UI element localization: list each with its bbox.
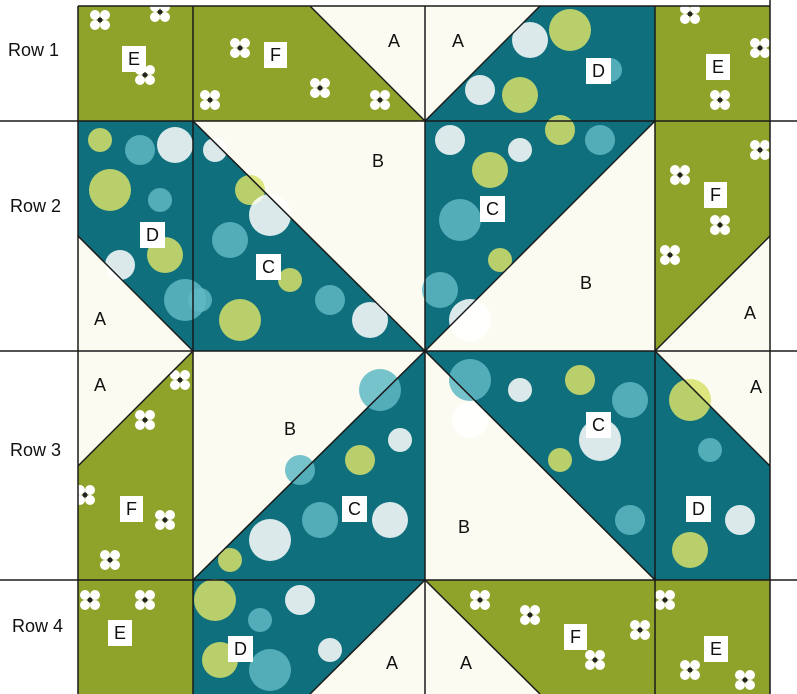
print-dot	[585, 125, 615, 155]
print-dot	[512, 22, 548, 58]
piece-label-d: D	[686, 496, 711, 522]
print-dot	[548, 448, 572, 472]
print-dot	[148, 188, 172, 212]
piece-label-b: B	[284, 420, 296, 438]
print-dot	[125, 135, 155, 165]
piece-label-b: B	[372, 152, 384, 170]
print-dot	[352, 302, 388, 338]
row-label-2: Row 2	[10, 196, 61, 217]
piece-label-a: A	[744, 304, 756, 322]
print-dot	[89, 169, 131, 211]
print-dot	[502, 77, 538, 113]
print-dot	[345, 445, 375, 475]
print-dot	[302, 502, 338, 538]
print-dot	[449, 359, 491, 401]
piece-label-b: B	[458, 518, 470, 536]
print-dot	[508, 378, 532, 402]
print-dot	[315, 285, 345, 315]
print-dot	[508, 138, 532, 162]
piece-label-d: D	[140, 222, 165, 248]
print-dot	[249, 194, 291, 236]
print-dot	[439, 199, 481, 241]
piece-label-c: C	[342, 496, 367, 522]
print-dot	[435, 125, 465, 155]
print-dot	[212, 222, 248, 258]
print-dot	[615, 505, 645, 535]
print-dot	[248, 608, 272, 632]
print-dot	[672, 532, 708, 568]
print-dot	[725, 505, 755, 535]
print-dot	[388, 428, 412, 452]
print-dot	[105, 250, 135, 280]
piece-label-a: A	[452, 32, 464, 50]
print-dot	[318, 638, 342, 662]
print-dot	[285, 455, 315, 485]
print-dot	[219, 299, 261, 341]
print-dot	[88, 128, 112, 152]
print-dot	[465, 75, 495, 105]
print-dot	[549, 9, 591, 51]
row-label-1: Row 1	[8, 40, 59, 61]
print-dot	[249, 519, 291, 561]
piece-label-c: C	[256, 254, 281, 280]
piece-label-a: A	[460, 654, 472, 672]
print-dot	[422, 272, 458, 308]
print-dot	[157, 127, 193, 163]
piece-label-e: E	[122, 46, 146, 72]
piece-label-d: D	[586, 58, 611, 84]
print-dot	[545, 115, 575, 145]
print-dot	[565, 365, 595, 395]
piece-label-c: C	[480, 196, 505, 222]
piece-label-f: F	[120, 496, 143, 522]
print-dot	[188, 288, 212, 312]
piece-label-f: F	[264, 42, 287, 68]
print-dot	[194, 579, 236, 621]
piece-label-a: A	[94, 376, 106, 394]
print-dot	[612, 382, 648, 418]
print-dot	[285, 585, 315, 615]
piece-label-e: E	[706, 54, 730, 80]
print-dot	[359, 369, 401, 411]
row-label-4: Row 4	[12, 616, 63, 637]
piece-label-e: E	[108, 620, 132, 646]
print-dot	[372, 502, 408, 538]
piece-label-f: F	[564, 624, 587, 650]
row-label-3: Row 3	[10, 440, 61, 461]
piece-label-a: A	[388, 32, 400, 50]
piece-label-f: F	[704, 182, 727, 208]
piece-label-e: E	[704, 636, 728, 662]
print-dot	[278, 268, 302, 292]
piece-label-a: A	[750, 378, 762, 396]
piece-label-a: A	[94, 310, 106, 328]
piece-label-d: D	[228, 636, 253, 662]
print-dot	[203, 138, 227, 162]
print-dot	[472, 152, 508, 188]
piece-label-a: A	[386, 654, 398, 672]
print-dot	[249, 649, 291, 691]
piece-label-c: C	[586, 412, 611, 438]
print-dot	[698, 438, 722, 462]
piece-label-b: B	[580, 274, 592, 292]
